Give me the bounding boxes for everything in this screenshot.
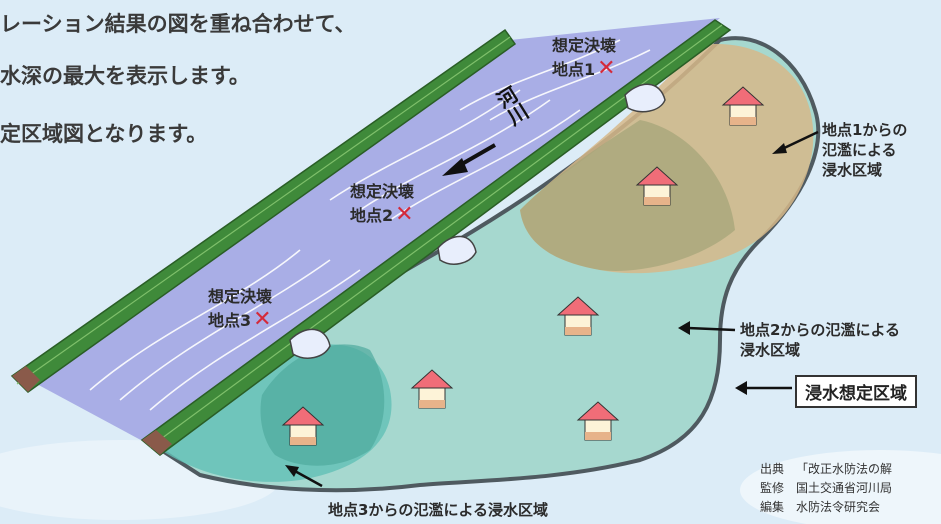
area-2-label-line: 地点2からの氾濫による	[740, 321, 900, 339]
river-water	[20, 18, 720, 445]
breach-site-1: 想定決壊 地点1✕	[552, 34, 616, 81]
house-icon	[410, 369, 454, 409]
breach-site-2-label: 想定決壊	[350, 182, 415, 201]
breach-spout-1	[624, 83, 666, 113]
intro-line-2: 水深の最大を表示します。	[0, 64, 250, 88]
area-1-label-line: 浸水区域	[822, 161, 883, 179]
breach-site-2: 想定決壊 地点2✕	[350, 180, 414, 227]
levee-end-right	[142, 430, 172, 455]
breach-site-3-point: 地点3	[208, 311, 252, 330]
area-2-label-line: 浸水区域	[740, 341, 801, 359]
breach-mark-icon: ✕	[395, 202, 414, 227]
source-key: 出典	[760, 462, 785, 476]
breach-site-2-point: 地点2	[350, 206, 394, 225]
house-icon	[721, 86, 765, 126]
area-1-label-line: 地点1からの	[822, 121, 908, 139]
area-1-label: 地点1からの 氾濫による 浸水区域	[822, 120, 907, 180]
breach-site-1-point: 地点1	[552, 60, 596, 79]
breach-site-3: 想定決壊 地点3✕	[208, 285, 272, 332]
source-key: 編集	[760, 500, 785, 514]
source-value: 水防法令研究会	[796, 500, 881, 514]
house-icon	[635, 166, 679, 206]
intro-line-3: 定区域図となります。	[0, 122, 208, 146]
flow-arrow	[442, 143, 496, 176]
house-icon	[556, 296, 600, 336]
breach-mark-icon: ✕	[597, 56, 616, 81]
house-icon	[281, 406, 325, 446]
source-key: 監修	[760, 481, 785, 495]
source-value: 「改正水防法の解	[796, 462, 893, 476]
breach-spout-2	[437, 235, 477, 265]
source-row: 出典「改正水防法の解	[760, 460, 892, 479]
total-area-label: 浸水想定区域	[795, 375, 917, 408]
intro-line-1: レーション結果の図を重ね合わせて、	[0, 12, 356, 36]
area-2-label: 地点2からの氾濫による 浸水区域	[740, 320, 900, 360]
source-credits: 出典「改正水防法の解 監修国土交通省河川局 編集水防法令研究会	[760, 460, 892, 517]
source-row: 編集水防法令研究会	[760, 498, 892, 517]
river-flow-lines	[89, 39, 651, 411]
area-1-label-line: 氾濫による	[822, 141, 897, 159]
house-icon	[576, 401, 620, 441]
breach-site-3-label: 想定決壊	[208, 287, 273, 306]
inundation-overlap-1	[520, 120, 735, 271]
source-row: 監修国土交通省河川局	[760, 479, 892, 498]
breach-mark-icon: ✕	[253, 307, 272, 332]
source-value: 国土交通省河川局	[796, 481, 893, 495]
background-wash	[740, 450, 941, 524]
breach-spout-3	[289, 328, 331, 359]
breach-site-1-label: 想定決壊	[552, 36, 617, 55]
area-3-label: 地点3からの氾濫による浸水区域	[328, 501, 548, 519]
label-arrows	[285, 130, 819, 488]
levee-end-left	[12, 366, 40, 392]
